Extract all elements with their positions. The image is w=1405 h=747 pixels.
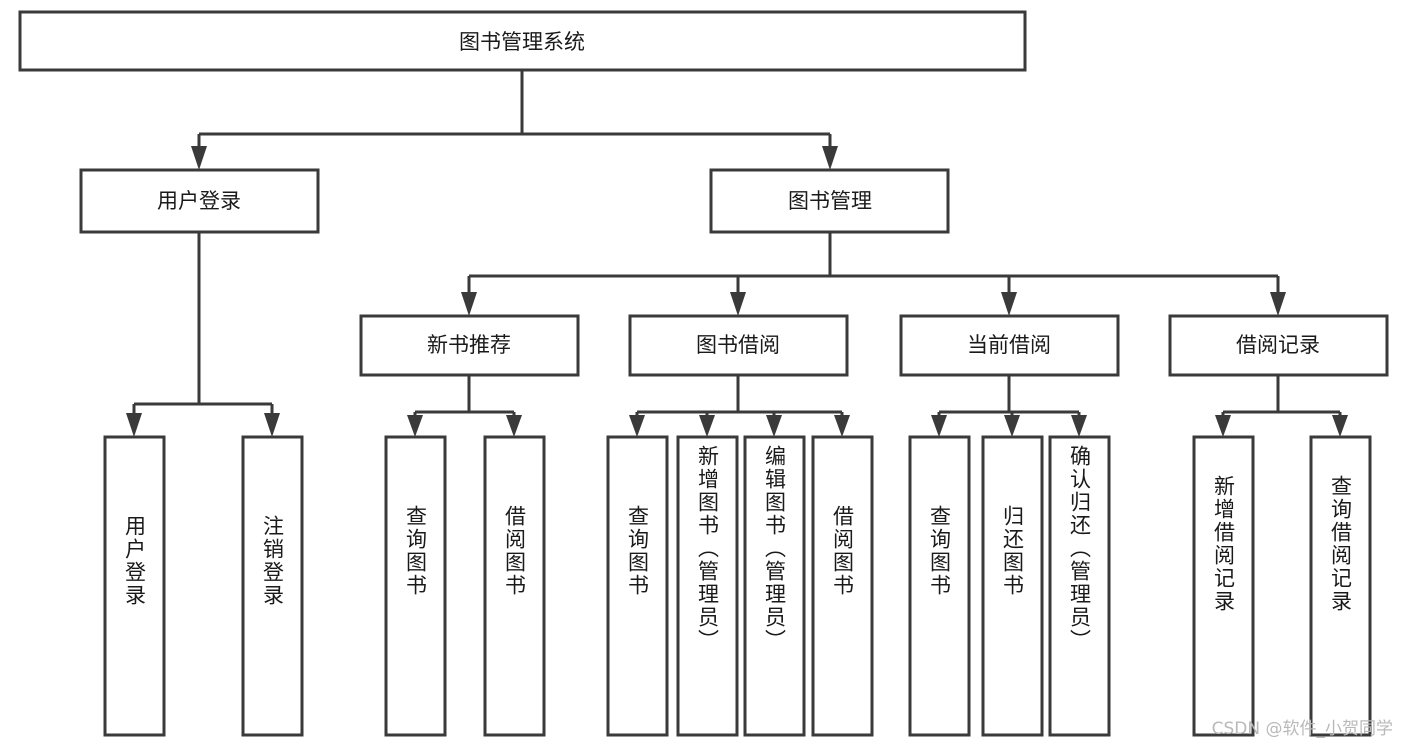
node-book-borrow-box[interactable]	[628, 314, 849, 377]
node-current-borrow-label: 当前借阅	[967, 333, 1051, 357]
leaf-add-borrow-record[interactable]: 新增借阅记录	[1194, 437, 1253, 735]
leaf-box-query-book-2[interactable]	[606, 435, 669, 737]
leaf-query-book-1[interactable]: 查询图书	[386, 437, 445, 735]
node-new-book-recommend[interactable]: 新书推荐	[359, 314, 580, 377]
leaf-confirm-return-label: 确认归还（管理员）	[1067, 445, 1092, 652]
node-current-borrow-box[interactable]	[899, 314, 1120, 377]
connector-group-borrow-record	[1215, 375, 1348, 437]
arrow-head-icon	[730, 292, 746, 316]
node-book-manage-label: 图书管理	[788, 189, 872, 213]
leaf-query-book-3[interactable]: 查询图书	[910, 437, 969, 735]
leaf-box-query-book-3[interactable]	[908, 435, 971, 737]
arrow-head-icon	[822, 146, 838, 170]
node-borrow-record[interactable]: 借阅记录	[1168, 314, 1389, 377]
leaf-box-query-book-1[interactable]	[384, 435, 447, 737]
arrow-head-icon	[264, 413, 280, 437]
leaf-return-book-label: 归还图书	[1000, 505, 1025, 597]
node-user-login-box[interactable]	[79, 168, 320, 234]
arrow-head-icon	[1270, 292, 1286, 316]
node-root-box[interactable]	[18, 10, 1027, 72]
leaf-box-user-logout[interactable]	[241, 435, 304, 737]
arrow-head-icon	[506, 415, 522, 437]
leaf-borrow-book-1-label: 借阅图书	[502, 505, 527, 597]
node-book-borrow[interactable]: 图书借阅	[628, 314, 849, 377]
arrow-head-icon	[931, 415, 947, 437]
arrow-head-icon	[1071, 415, 1087, 437]
leaf-edit-book-label: 编辑图书（管理员）	[762, 445, 787, 652]
node-user-login[interactable]: 用户登录	[79, 168, 320, 234]
arrow-head-icon	[461, 292, 477, 316]
arrow-head-icon	[699, 415, 715, 437]
connector-group-user-login	[126, 232, 280, 437]
node-book-borrow-label: 图书借阅	[696, 333, 780, 357]
csdn-watermark: CSDN @软件_小贺同学	[1211, 719, 1393, 739]
leaf-user-login[interactable]: 用户登录	[105, 437, 164, 735]
leaf-box-edit-book[interactable]	[743, 435, 806, 737]
arrow-head-icon	[766, 415, 782, 437]
leaf-add-book-label: 新增图书（管理员）	[695, 445, 720, 652]
leaf-borrow-book-2[interactable]: 借阅图书	[813, 437, 872, 735]
leaf-box-add-borrow-record[interactable]	[1192, 435, 1255, 737]
leaf-query-book-2-label: 查询图书	[625, 505, 650, 597]
node-book-manage-box[interactable]	[709, 168, 950, 234]
node-borrow-record-box[interactable]	[1168, 314, 1389, 377]
leaf-box-user-login[interactable]	[103, 435, 166, 737]
leaf-borrow-book-2-label: 借阅图书	[830, 505, 855, 597]
leaf-box-return-book[interactable]	[981, 435, 1044, 737]
node-root[interactable]: 图书管理系统	[18, 10, 1027, 72]
node-current-borrow[interactable]: 当前借阅	[899, 314, 1120, 377]
node-root-label: 图书管理系统	[459, 30, 585, 54]
arrow-head-icon	[407, 415, 423, 437]
node-borrow-record-label: 借阅记录	[1236, 333, 1320, 357]
node-user-login-label: 用户登录	[157, 189, 241, 213]
leaf-query-book-2[interactable]: 查询图书	[608, 437, 667, 735]
connector-group-book-manage	[461, 232, 1286, 316]
leaf-query-book-1-label: 查询图书	[403, 505, 428, 597]
leaf-user-logout[interactable]: 注销登录	[243, 437, 302, 735]
leaf-add-borrow-record-label: 新增借阅记录	[1211, 475, 1236, 613]
leaf-query-book-3-label: 查询图书	[927, 505, 952, 597]
leaf-box-group	[103, 435, 1372, 737]
leaf-box-borrow-book-2[interactable]	[811, 435, 874, 737]
node-book-manage[interactable]: 图书管理	[709, 168, 950, 234]
arrow-head-icon	[1001, 292, 1017, 316]
leaf-user-logout-label: 注销登录	[260, 515, 285, 607]
leaf-user-login-label: 用户登录	[122, 515, 147, 607]
arrow-head-icon	[834, 415, 850, 437]
arrow-head-icon	[629, 415, 645, 437]
node-new-book-recommend-label: 新书推荐	[427, 333, 511, 357]
leaf-query-borrow-record[interactable]: 查询借阅记录	[1311, 437, 1370, 735]
leaf-return-book[interactable]: 归还图书	[983, 437, 1042, 735]
arrow-head-icon	[1004, 415, 1020, 437]
node-new-book-recommend-box[interactable]	[359, 314, 580, 377]
leaf-box-add-book[interactable]	[676, 435, 739, 737]
connector-group-new-book-recommend	[407, 375, 522, 437]
leaf-confirm-return[interactable]: 确认归还（管理员）	[1050, 437, 1109, 735]
leaf-box-borrow-book-1[interactable]	[483, 435, 546, 737]
leaf-add-book[interactable]: 新增图书（管理员）	[678, 437, 737, 735]
leaf-box-query-borrow-record[interactable]	[1309, 435, 1372, 737]
connector-group-book-borrow	[629, 375, 850, 437]
arrow-head-icon	[191, 146, 207, 170]
leaf-edit-book[interactable]: 编辑图书（管理员）	[745, 437, 804, 735]
arrow-head-icon	[1215, 415, 1231, 437]
arrow-head-icon	[1332, 415, 1348, 437]
connector-group-current-borrow	[931, 375, 1087, 437]
leaf-box-confirm-return[interactable]	[1048, 435, 1111, 737]
leaf-borrow-book-1[interactable]: 借阅图书	[485, 437, 544, 735]
connector-group-root	[191, 70, 838, 170]
leaf-query-borrow-record-label: 查询借阅记录	[1328, 475, 1353, 613]
arrow-head-icon	[126, 413, 142, 437]
